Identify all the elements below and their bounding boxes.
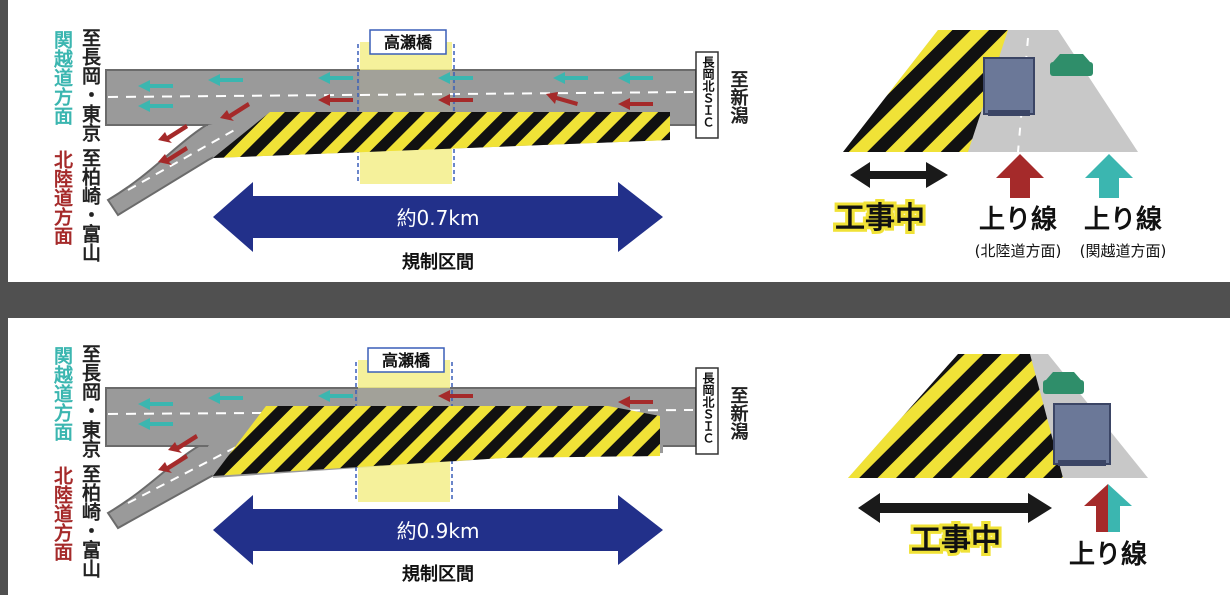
hokuriku-lane-arrow-icon <box>996 154 1044 198</box>
distance-label: 約0.7km <box>397 206 480 230</box>
road-map: 高瀬橋 長岡北ＳＩＣ 至新潟 <box>105 29 749 217</box>
construction-label: 工事中 <box>835 201 925 236</box>
lane-arrow-red-icon <box>1084 484 1108 532</box>
bridge-label: 高瀬橋 <box>384 33 433 52</box>
dest-kashiwazaki-toyama-label: 至柏崎・富山 <box>79 148 101 262</box>
left-labels: 関越道方面 至長岡・東京 北陸道方面 至柏崎・富山 <box>51 344 101 578</box>
route-hokuriku-label: 北陸道方面 <box>51 466 73 561</box>
ic-sign <box>695 367 719 455</box>
bridge-label-box <box>367 347 445 373</box>
construction-zone <box>213 112 670 158</box>
regulation-length-arrow: 約0.7km <box>213 182 663 252</box>
dest-kashiwazaki-toyama-label: 至柏崎・富山 <box>79 464 101 578</box>
lane-label: 上り線 <box>1069 539 1147 570</box>
car-icon <box>1043 372 1084 394</box>
panel-phase-2: 関越道方面 至長岡・東京 北陸道方面 至柏崎・富山 高瀬橋 <box>8 318 1230 595</box>
kanetsu-arrows <box>138 390 353 430</box>
perspective-view: 工事中 上り線 (北陸道方面) 上り線 (関越道方面) <box>832 30 1167 260</box>
route-kanetsu-label: 関越道方面 <box>51 346 74 441</box>
dest-niigata-label: 至新潟 <box>728 70 749 125</box>
panel-phase-1: 関越道方面 至長岡・東京 北陸道方面 至柏崎・富山 高瀬橋 <box>8 0 1230 282</box>
hokuriku-arrows <box>158 92 653 165</box>
dest-nagaoka-tokyo-label: 至長岡・東京 <box>79 28 101 143</box>
ic-sign <box>695 51 719 139</box>
lane-label-kanetsu: 上り線 <box>1084 204 1162 235</box>
section-label: 規制区間 <box>402 252 474 273</box>
construction-label: 工事中 <box>911 523 1001 558</box>
bridge-label-box <box>369 29 447 55</box>
truck-icon <box>1053 403 1111 466</box>
lane-sub-kanetsu: (関越道方面) <box>1080 242 1167 260</box>
hokuriku-arrows <box>158 390 653 473</box>
construction-width-arrow <box>858 493 1052 523</box>
ic-label: 長岡北ＳＩＣ <box>701 371 715 444</box>
dest-niigata-label: 至新潟 <box>728 386 749 441</box>
bridge-label: 高瀬橋 <box>382 351 431 370</box>
lane-label-hokuriku: 上り線 <box>979 204 1057 235</box>
construction-zone <box>213 406 660 476</box>
lane-arrow-teal-icon <box>1108 484 1132 532</box>
route-kanetsu-label: 関越道方面 <box>51 30 74 125</box>
kanetsu-arrows <box>138 72 653 112</box>
distance-label: 約0.9km <box>397 519 480 543</box>
left-labels: 関越道方面 至長岡・東京 北陸道方面 至柏崎・富山 <box>51 28 101 262</box>
perspective-view: 工事中 上り線 <box>848 354 1148 570</box>
regulation-length-arrow: 約0.9km <box>213 495 663 565</box>
kanetsu-lane-arrow-icon <box>1085 154 1133 198</box>
ic-label: 長岡北ＳＩＣ <box>701 55 715 128</box>
route-hokuriku-label: 北陸道方面 <box>51 150 73 245</box>
construction-width-arrow <box>850 162 948 188</box>
lane-sub-hokuriku: (北陸道方面) <box>975 242 1062 260</box>
road-map: 高瀬橋 長岡北ＳＩＣ 至新潟 <box>105 347 749 530</box>
car-icon <box>1050 54 1093 76</box>
dest-nagaoka-tokyo-label: 至長岡・東京 <box>79 344 101 459</box>
truck-icon <box>983 57 1035 116</box>
section-label: 規制区間 <box>402 564 474 585</box>
